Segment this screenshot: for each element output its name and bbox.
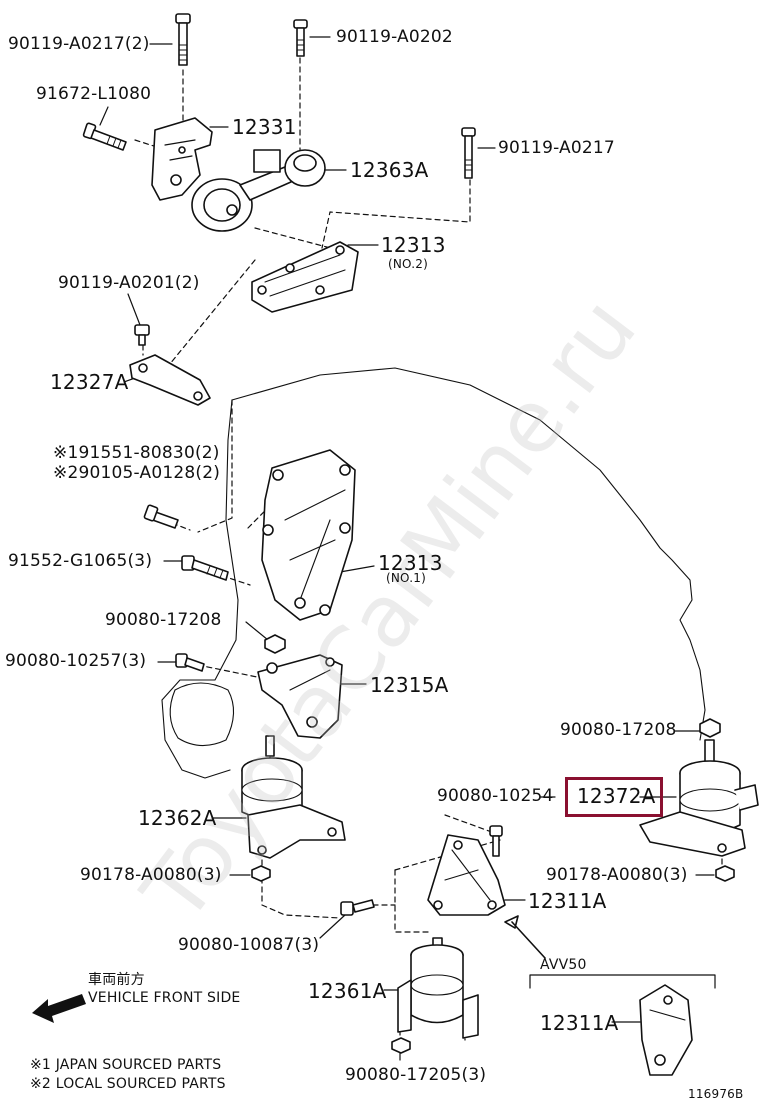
label-12372a[interactable]: 12372A	[577, 784, 656, 808]
diagram-code: 116976B	[688, 1087, 744, 1101]
label-90080-10087-3[interactable]: 90080-10087(3)	[178, 935, 320, 955]
label-90080-17205-3[interactable]: 90080-17205(3)	[345, 1065, 487, 1085]
label-12363a[interactable]: 12363A	[350, 158, 429, 182]
label-90178-a0080-3-b[interactable]: 90178-A0080(3)	[546, 865, 688, 885]
bolt-90119-a0217-2	[175, 13, 191, 66]
label-90080-10254[interactable]: 90080-10254	[437, 786, 554, 806]
label-12327a[interactable]: 12327A	[50, 370, 129, 394]
label-leaders	[99, 36, 716, 1061]
label-90105-a0128-2[interactable]: ※290105-A0128(2)	[53, 463, 221, 483]
bolt-90119-a0217	[461, 127, 476, 179]
engine-outline	[231, 367, 706, 741]
label-91552-g1065-3[interactable]: 91552-G1065(3)	[8, 551, 153, 571]
vehicle-front-arrow	[32, 994, 86, 1023]
nuts	[251, 634, 735, 1054]
part-12315a	[257, 654, 343, 739]
note-local-sourced: ※2 LOCAL SOURCED PARTS	[30, 1076, 226, 1092]
label-avv50: AVV50	[540, 957, 587, 973]
bolt-90080-10087	[340, 899, 375, 916]
part-12331	[151, 117, 213, 201]
part-12327a	[129, 354, 211, 406]
label-90080-17208-a[interactable]: 90080-17208	[105, 610, 222, 630]
label-12313-no2-sub: (NO.2)	[388, 257, 428, 271]
part-12361a	[397, 937, 479, 1039]
engine-lower-outline	[161, 399, 239, 779]
label-90080-10257-3[interactable]: 90080-10257(3)	[5, 651, 147, 671]
bolt-91551-80830	[143, 504, 179, 529]
label-front-en: VEHICLE FRONT SIDE	[88, 990, 241, 1006]
label-12331[interactable]: 12331	[232, 115, 297, 139]
label-12311a[interactable]: 12311A	[528, 889, 607, 913]
bolt-90119-a0201	[134, 324, 150, 346]
part-12362a	[241, 735, 346, 859]
label-90178-a0080-3-a[interactable]: 90178-A0080(3)	[80, 865, 222, 885]
label-90080-17208-b[interactable]: 90080-17208	[560, 720, 677, 740]
label-12362a[interactable]: 12362A	[138, 806, 217, 830]
label-12315a[interactable]: 12315A	[370, 673, 449, 697]
label-front-jp: 車両前方	[88, 972, 145, 988]
part-12363a	[191, 149, 326, 232]
bolt-90080-10254	[489, 825, 503, 857]
bolt-91672-l1080	[82, 122, 127, 151]
nut-90080-17208-a	[264, 634, 286, 654]
label-91551-80830-2[interactable]: ※191551-80830(2)	[53, 443, 220, 463]
part-12311a	[427, 834, 506, 916]
label-90119-a0202[interactable]: 90119-A0202	[336, 27, 453, 47]
label-90119-a0217-2[interactable]: 90119-A0217(2)	[8, 34, 150, 54]
label-91672-l1080[interactable]: 91672-L1080	[36, 84, 152, 104]
nut-90178-a0080-b	[715, 865, 735, 882]
bolt-90119-a0202	[293, 19, 308, 57]
highlight-box-12372a	[565, 777, 663, 817]
note-japan-sourced: ※1 JAPAN SOURCED PARTS	[30, 1057, 222, 1073]
part-12313-no2	[251, 241, 359, 313]
part-12372a	[639, 739, 759, 857]
part-12311a-avv50	[639, 984, 693, 1076]
nut-90178-a0080-a	[251, 865, 271, 882]
nut-90080-17205	[391, 1037, 411, 1054]
label-90119-a0201-2[interactable]: 90119-A0201(2)	[58, 273, 200, 293]
bolt-91552-g1065	[181, 555, 229, 581]
label-12313-no2[interactable]: 12313	[381, 233, 446, 257]
part-12313-no1	[261, 449, 356, 621]
label-12313-no1[interactable]: 12313	[378, 551, 443, 575]
engine-bore	[169, 682, 235, 747]
view-arrow	[504, 915, 546, 959]
label-12361a[interactable]: 12361A	[308, 979, 387, 1003]
label-90119-a0217[interactable]: 90119-A0217	[498, 138, 615, 158]
bolt-90080-10257	[175, 653, 205, 672]
nut-90080-17208-b	[699, 718, 721, 738]
label-12311a-avv50[interactable]: 12311A	[540, 1011, 619, 1035]
label-12313-no1-sub: (NO.1)	[386, 571, 426, 585]
